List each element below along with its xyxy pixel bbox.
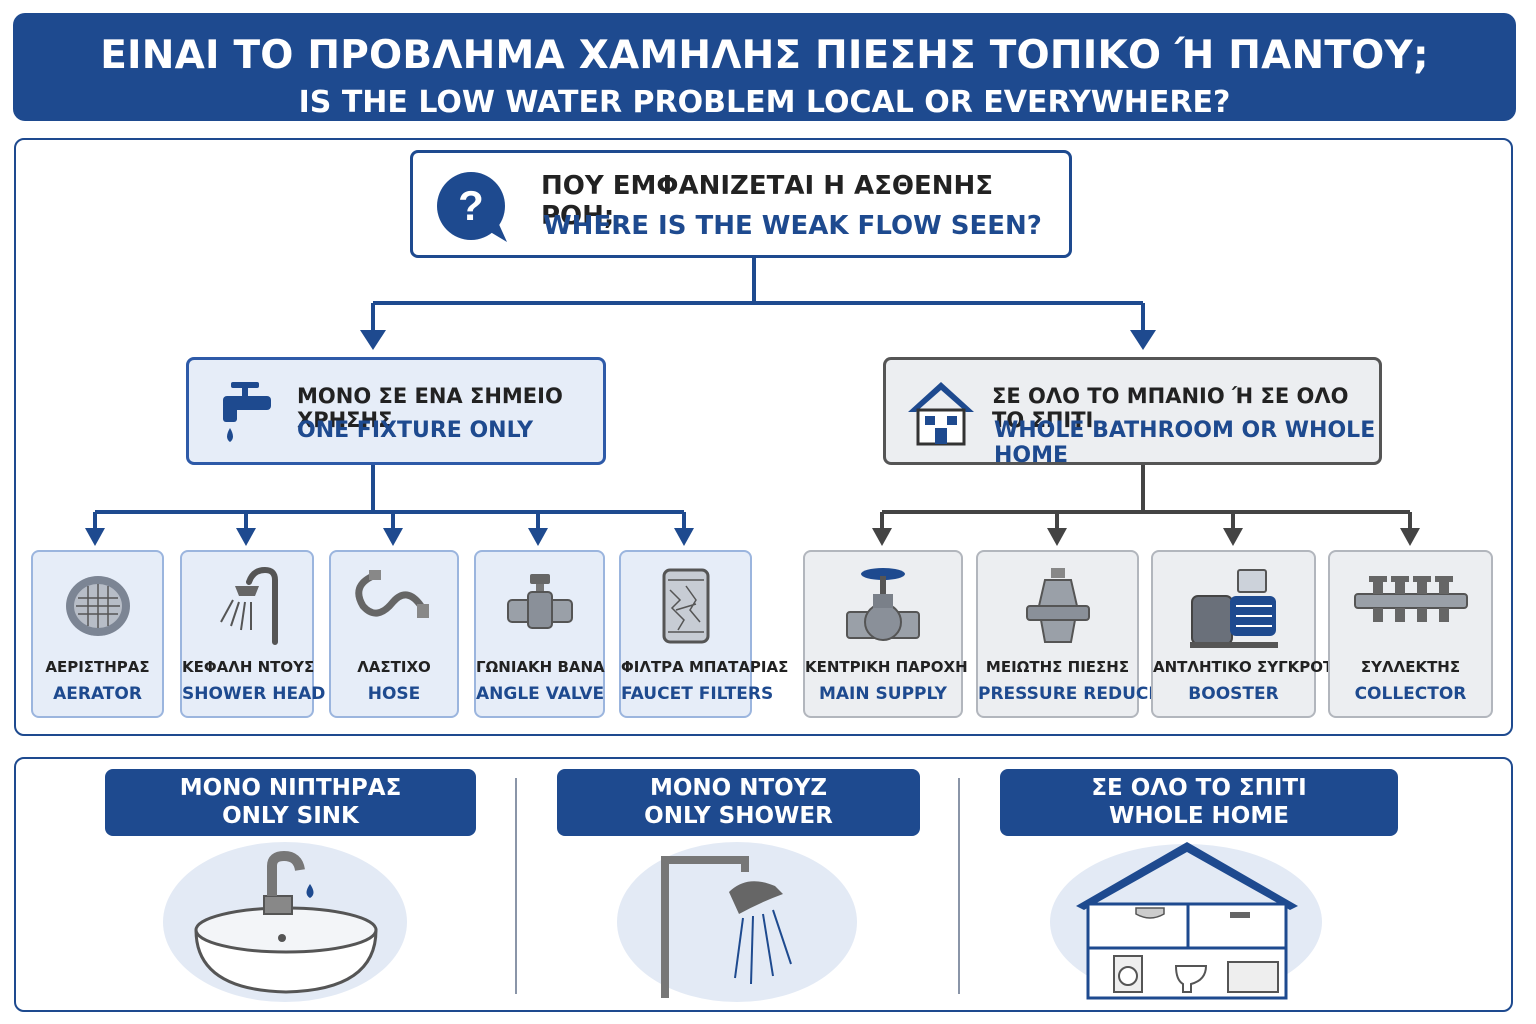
question-english: WHERE IS THE WEAK FLOW SEEN?	[543, 211, 1042, 241]
question-box: ? ΠΟΥ ΕΜΦΑΝΙΖΕΤΑΙ Η ΑΣΘΕΝΗΣ ΡΟΗ; WHERE I…	[410, 150, 1072, 258]
scenario-shower-english: ONLY SHOWER	[644, 803, 833, 829]
scenario-home-greek: ΣΕ ΟΛΟ ΤΟ ΣΠΙΤΙ	[1091, 775, 1307, 801]
scenario-sink-greek: ΜΟΝΟ ΝΙΠΤΗΡΑΣ	[179, 775, 402, 801]
card-pressure-reducer: ΜΕΙΩΤΗΣ ΠΙΕΣΗΣ PRESSURE REDUCER	[976, 550, 1174, 718]
aerator-icon	[65, 576, 130, 636]
manifold-icon	[1353, 576, 1468, 622]
branch-local-english: ONE FIXTURE ONLY	[297, 418, 534, 443]
question-bubble-icon: ?	[437, 172, 507, 242]
card-label-greek: ΛΑΣΤΙΧΟ	[357, 658, 431, 676]
booster-pump-icon	[1189, 569, 1278, 648]
card-label-english: COLLECTOR	[1354, 684, 1467, 704]
scenario-home-english: WHOLE HOME	[1109, 803, 1289, 829]
hose-icon	[355, 570, 429, 618]
card-main-supply: ΚΕΝΤΡΙΚΗ ΠΑΡΟΧΗ MAIN SUPPLY	[803, 550, 968, 718]
card-label-greek: ΑΕΡΙΣΤΗΡΑΣ	[45, 658, 150, 676]
branch-global-greek: ΣΕ ΟΛΟ ΤΟ ΜΠΑΝΙΟ Ή ΣΕ ΟΛΟ ΤΟ ΣΠΙΤΙ	[992, 384, 1349, 432]
svg-text:?: ?	[458, 182, 484, 229]
scenario-shower-greek: ΜΟΝΟ ΝΤΟΥΖ	[649, 775, 828, 801]
card-label-greek: ΑΝΤΛΗΤΙΚΟ ΣΥΓΚΡΟΤΗΜΑ	[1153, 658, 1373, 676]
card-label-english: BOOSTER	[1188, 684, 1279, 704]
angle-valve-icon	[506, 574, 573, 629]
title-english: IS THE LOW WATER PROBLEM LOCAL OR EVERYW…	[298, 85, 1231, 120]
card-label-english: SHOWER HEAD	[182, 684, 326, 704]
card-label-english: HOSE	[367, 684, 421, 704]
title-banner: ΕΙΝΑΙ ΤΟ ΠΡΟΒΛΗΜΑ ΧΑΜΗΛΗΣ ΠΙΕΣΗΣ ΤΟΠΙΚΟ …	[13, 13, 1516, 121]
question-greek: ΠΟΥ ΕΜΦΑΝΙΖΕΤΑΙ Η ΑΣΘΕΝΗΣ ΡΟΗ;	[541, 171, 994, 231]
pressure-reducer-icon	[1025, 568, 1090, 643]
house-cutaway-icon	[1050, 842, 1322, 1000]
card-label-greek: ΚΕΦΑΛΗ ΝΤΟΥΣ	[182, 658, 315, 676]
faucet-filter-icon	[662, 568, 709, 644]
scenario-frame	[14, 757, 1513, 1012]
branch-whole-home: ΣΕ ΟΛΟ ΤΟ ΜΠΑΝΙΟ Ή ΣΕ ΟΛΟ ΤΟ ΣΠΙΤΙ WHOLE…	[883, 357, 1382, 468]
scenario-shower-tag: ΜΟΝΟ ΝΤΟΥΖ ONLY SHOWER	[557, 769, 920, 836]
branch-one-fixture: ΜΟΝΟ ΣΕ ΕΝΑ ΣΗΜΕΙΟ ΧΡΗΣΗΣ ONE FIXTURE ON…	[186, 357, 606, 465]
card-label-english: ANGLE VALVE	[476, 684, 605, 704]
card-shower-head: ΚΕΦΑΛΗ ΝΤΟΥΣ SHOWER HEAD	[180, 550, 326, 718]
card-label-english: AERATOR	[53, 684, 142, 704]
card-hose: ΛΑΣΤΙΧΟ HOSE	[329, 550, 459, 718]
faucet-icon	[223, 382, 271, 442]
card-label-greek: ΓΩΝΙΑΚΗ ΒΑΝΑ	[476, 658, 605, 676]
card-booster: ΑΝΤΛΗΤΙΚΟ ΣΥΓΚΡΟΤΗΜΑ BOOSTER	[1151, 550, 1373, 718]
scenario-sink-tag: ΜΟΝΟ ΝΙΠΤΗΡΑΣ ONLY SINK	[105, 769, 476, 836]
card-label-english: MAIN SUPPLY	[818, 684, 947, 704]
scenario-sink-english: ONLY SINK	[222, 803, 359, 829]
card-angle-valve: ΓΩΝΙΑΚΗ ΒΑΝΑ ANGLE VALVE	[474, 550, 605, 718]
card-label-greek: ΚΕΝΤΡΙΚΗ ΠΑΡΟΧΗ	[805, 658, 968, 676]
card-label-english: FAUCET FILTERS	[621, 684, 774, 704]
shower-icon	[617, 842, 857, 1002]
card-label-greek: ΦΙΛΤΡΑ ΜΠΑΤΑΡΙΑΣ	[621, 658, 789, 676]
card-label-greek: ΣΥΛΛΕΚΤΗΣ	[1360, 658, 1461, 676]
house-icon	[908, 382, 974, 446]
scenario-home-tag: ΣΕ ΟΛΟ ΤΟ ΣΠΙΤΙ WHOLE HOME	[1000, 769, 1398, 836]
decision-tree-frame	[14, 138, 1513, 736]
card-faucet-filters: ΦΙΛΤΡΑ ΜΠΑΤΑΡΙΑΣ FAUCET FILTERS	[619, 550, 789, 718]
shower-head-icon	[220, 566, 278, 645]
sink-icon	[163, 842, 407, 1002]
branch-global-english: WHOLE BATHROOM OR WHOLE HOME	[994, 418, 1376, 468]
branch-local-greek: ΜΟΝΟ ΣΕ ΕΝΑ ΣΗΜΕΙΟ ΧΡΗΣΗΣ	[297, 384, 563, 432]
card-label-greek: ΜΕΙΩΤΗΣ ΠΙΕΣΗΣ	[985, 658, 1130, 676]
card-collector: ΣΥΛΛΕΚΤΗΣ COLLECTOR	[1328, 550, 1493, 718]
title-greek: ΕΙΝΑΙ ΤΟ ΠΡΟΒΛΗΜΑ ΧΑΜΗΛΗΣ ΠΙΕΣΗΣ ΤΟΠΙΚΟ …	[100, 33, 1429, 78]
main-valve-icon	[846, 568, 920, 641]
card-label-english: PRESSURE REDUCER	[978, 684, 1174, 704]
card-aerator: ΑΕΡΙΣΤΗΡΑΣ AERATOR	[31, 550, 164, 718]
